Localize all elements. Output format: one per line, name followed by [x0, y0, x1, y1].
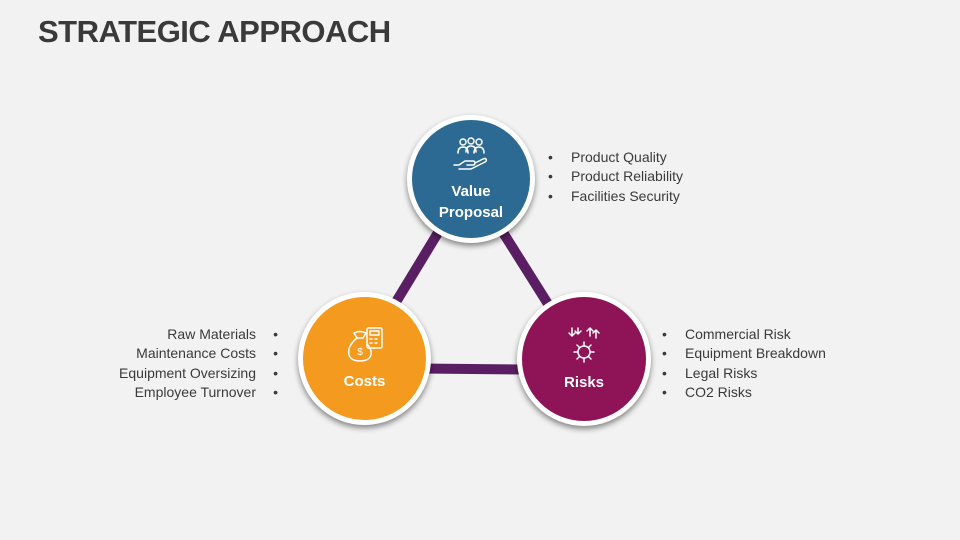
page-title: STRATEGIC APPROACH	[38, 14, 391, 49]
list-item: Equipment Breakdown	[660, 344, 826, 364]
list-item: CO2 Risks	[660, 383, 826, 403]
svg-text:$: $	[357, 347, 363, 358]
list-item: Commercial Risk	[660, 325, 826, 345]
money-bag-calculator-icon: $	[347, 327, 383, 362]
value-proposal-node: Value Proposal	[407, 115, 535, 243]
list-item: Equipment Oversizing	[119, 364, 280, 384]
list-item: Raw Materials	[119, 325, 280, 345]
gear-arrows-icon	[568, 326, 600, 363]
list-item: Maintenance Costs	[119, 344, 280, 364]
costs-label: Costs	[343, 373, 386, 390]
costs-bullets: Raw Materials Maintenance Costs Equipmen…	[119, 325, 280, 402]
list-item: Employee Turnover	[119, 383, 280, 403]
list-item: Facilities Security	[546, 187, 683, 207]
value-proposal-bullets: Product Quality Product Reliability Faci…	[546, 148, 683, 206]
list-item: Legal Risks	[660, 364, 826, 384]
hand-holding-people-icon	[453, 137, 488, 170]
list-item: Product Quality	[546, 148, 683, 168]
costs-node: $ Costs	[298, 292, 431, 425]
risks-node: Risks	[517, 292, 651, 426]
value-proposal-label: Value Proposal	[438, 183, 504, 221]
risks-bullets: Commercial Risk Equipment Breakdown Lega…	[660, 325, 826, 402]
list-item: Product Reliability	[546, 167, 683, 187]
risks-label: Risks	[563, 373, 605, 391]
